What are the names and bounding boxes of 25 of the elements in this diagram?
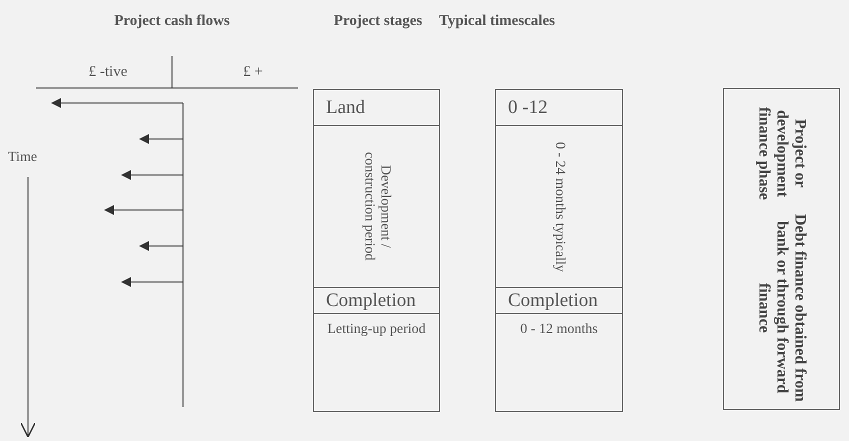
stage-cell [495, 287, 623, 314]
stage-cell [495, 125, 623, 288]
box-heading: Project or development finance phase [754, 106, 808, 202]
stage-cell [313, 125, 440, 288]
column-heading: Typical timescales [439, 13, 555, 30]
axis-label: £ + [243, 64, 263, 81]
axis-label: £ -tive [88, 64, 128, 81]
cell-text: Land [326, 96, 366, 118]
cell-text: 0 - 24 months typically [551, 142, 567, 272]
box-text: Debt finance obtained from bank or through forward finance [754, 212, 808, 403]
cell-text: Completion [326, 290, 416, 312]
cell-text: 0 - 12 months [520, 322, 598, 339]
cell-text: Completion [508, 290, 598, 312]
column-heading: Project cash flows [114, 13, 230, 30]
finance-box [723, 88, 840, 410]
stage-cell [313, 313, 440, 412]
stage-cell [495, 89, 623, 126]
stage-cell [313, 287, 440, 314]
stage-cell [313, 89, 440, 126]
column-heading: Project stages [334, 13, 422, 30]
stage-cell [495, 313, 623, 412]
axis-label: Time [8, 150, 38, 166]
cell-text: 0 -12 [508, 96, 548, 118]
cell-text: Development / construction period [360, 151, 392, 263]
cell-text: Letting-up period [327, 322, 426, 339]
